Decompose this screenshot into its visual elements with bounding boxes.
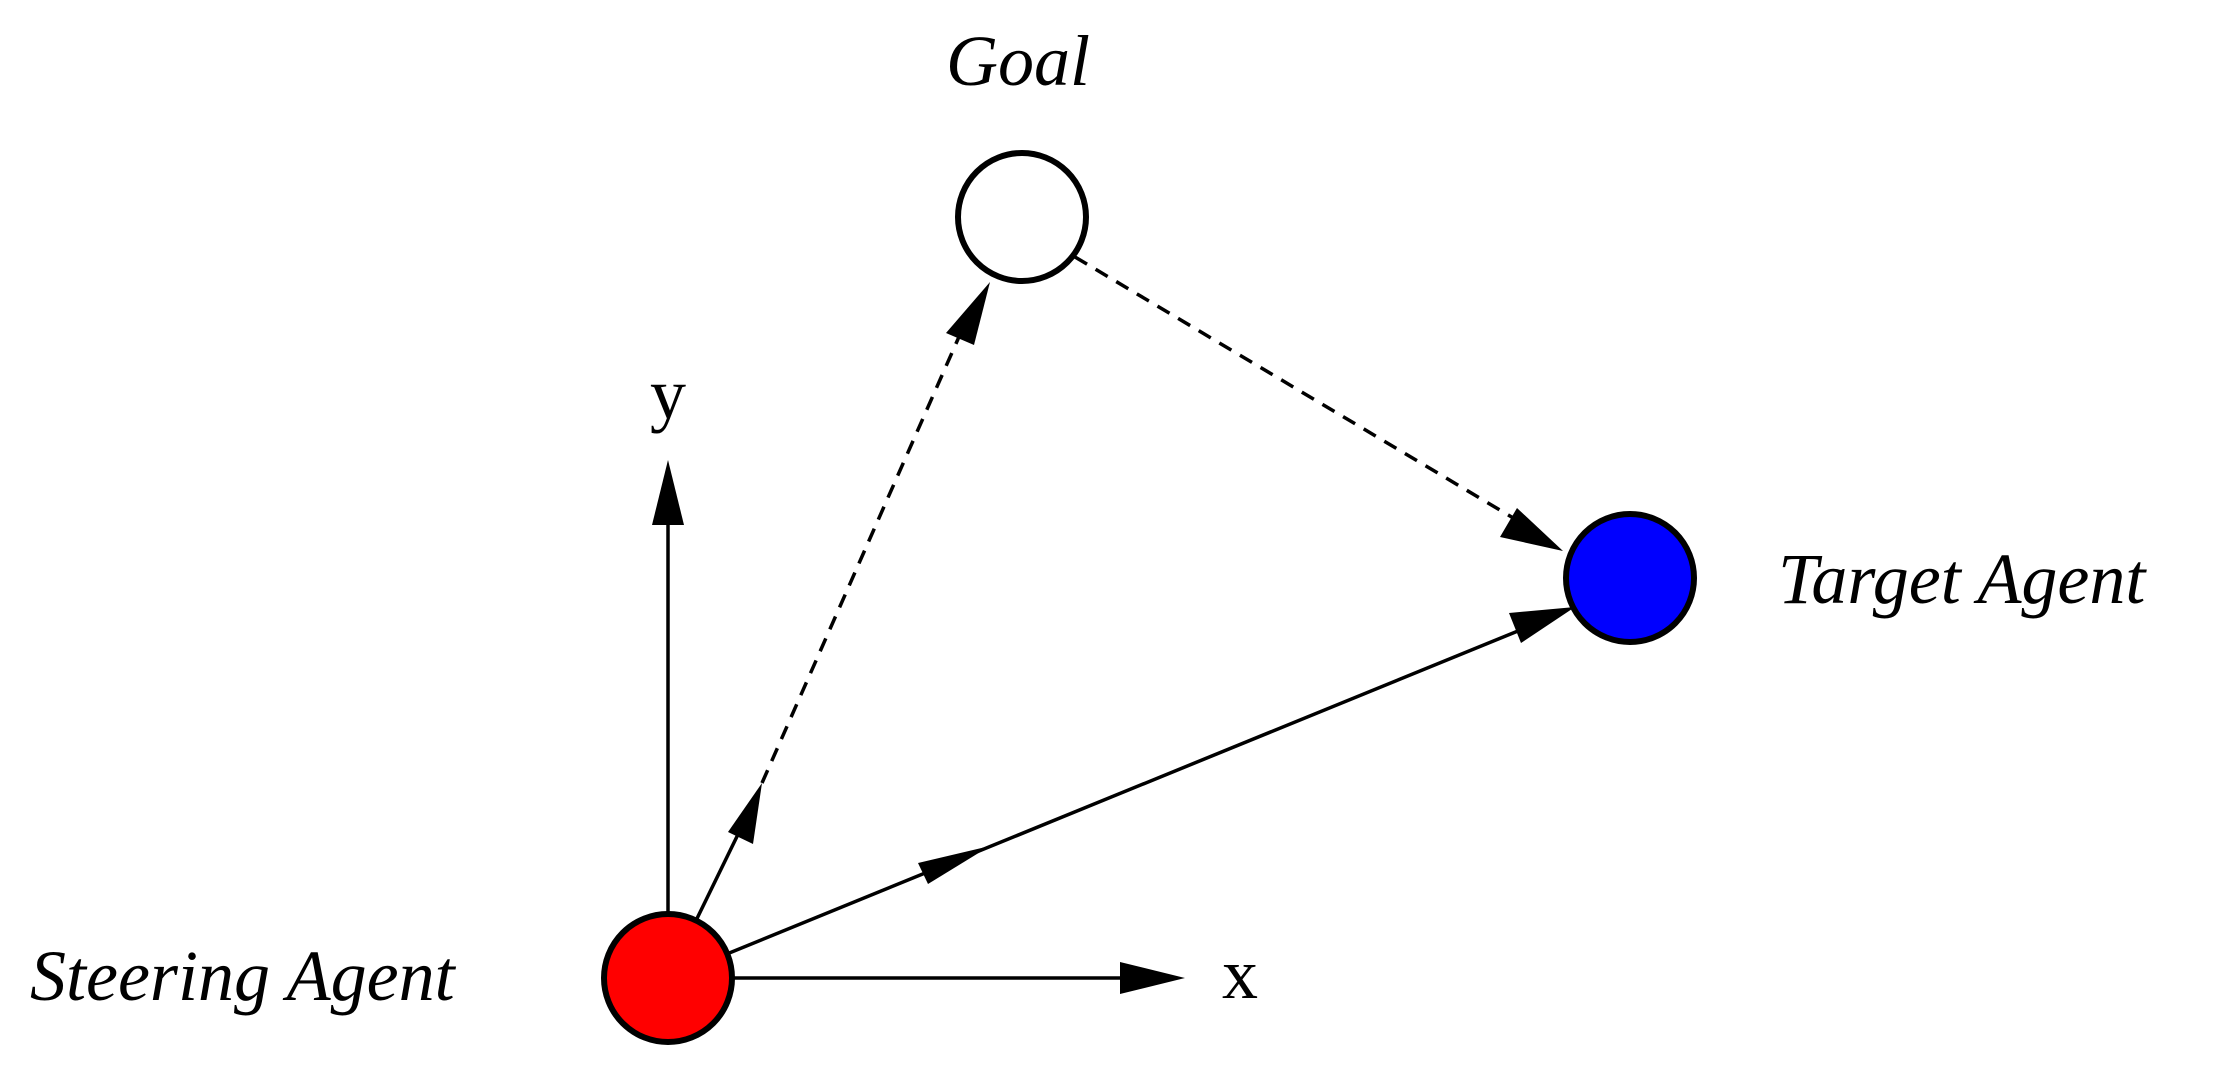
steering-agent-node bbox=[601, 911, 735, 1045]
steering-target-arrowhead bbox=[1509, 607, 1575, 643]
goal-target-dashed-line bbox=[1074, 255, 1521, 524]
coordinate-axes: y x bbox=[650, 354, 1258, 1014]
target-agent-label: Target Agent bbox=[1778, 539, 2147, 619]
goal-node bbox=[955, 150, 1089, 284]
y-axis-arrowhead bbox=[652, 460, 684, 525]
edge-steering-to-target bbox=[667, 607, 1575, 980]
y-axis-label: y bbox=[650, 354, 686, 434]
x-axis-arrowhead bbox=[1120, 962, 1185, 994]
x-axis-label: x bbox=[1222, 934, 1258, 1014]
target-agent-node bbox=[1563, 511, 1697, 645]
goal-label: Goal bbox=[946, 21, 1090, 101]
steering-goal-mid-arrowhead bbox=[728, 783, 762, 844]
edge-goal-to-target bbox=[1074, 255, 1563, 551]
goal-target-arrowhead bbox=[1500, 508, 1563, 551]
steering-target-line bbox=[667, 620, 1541, 980]
steering-goal-arrowhead bbox=[946, 282, 990, 345]
steering-goal-dashed-segment bbox=[760, 329, 964, 784]
steering-target-mid-arrowhead bbox=[918, 846, 990, 884]
steering-agent-label: Steering Agent bbox=[30, 936, 457, 1016]
